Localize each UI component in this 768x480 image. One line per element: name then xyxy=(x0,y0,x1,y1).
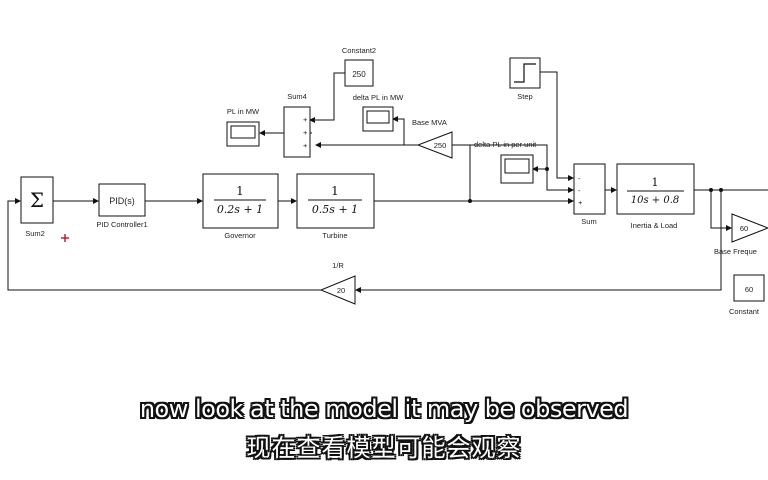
gain-base-mva-value: 250 xyxy=(434,141,447,150)
gain-base-frequency-label: Base Freque xyxy=(714,247,757,256)
constant-value: 60 xyxy=(745,285,753,294)
step-icon xyxy=(514,63,536,83)
inertia-label: Inertia & Load xyxy=(631,221,678,230)
sum4-block[interactable]: + + + Sum4 xyxy=(283,92,311,158)
governor-den: 0.2s + 1 xyxy=(217,203,263,216)
inertia-load-block[interactable]: 1 10s + 0.8 Inertia & Load xyxy=(616,163,695,230)
gain-base-mva-block[interactable]: 250 Base MVA xyxy=(412,118,453,159)
sum4-label: Sum4 xyxy=(287,92,307,101)
constant2-label: Constant2 xyxy=(342,46,376,55)
governor-num: 1 xyxy=(236,184,244,198)
scope-delta-pl-pu-label: delta PL in per unit xyxy=(474,140,537,149)
subtitle-chinese: 现在查看模型可能会观察 xyxy=(246,434,522,462)
sum-block[interactable]: - - + Sum xyxy=(573,163,606,226)
sum4-sign-2: + xyxy=(303,128,308,137)
constant-label: Constant xyxy=(729,307,760,316)
gain-1-over-r-block[interactable]: 20 1/R xyxy=(319,261,356,305)
sum-label: Sum xyxy=(581,217,596,226)
governor-label: Governor xyxy=(224,231,256,240)
turbine-den: 0.5s + 1 xyxy=(312,203,358,216)
sum-sign-1: - xyxy=(578,174,581,183)
gain-1-over-r-value: 20 xyxy=(337,286,345,295)
scope-delta-pl-mw-block[interactable]: delta PL in MW xyxy=(353,93,404,132)
scope-delta-pl-mw-label: delta PL in MW xyxy=(353,93,404,102)
pid-label: PID Controller1 xyxy=(96,220,147,229)
turbine-block[interactable]: 1 0.5s + 1 Turbine xyxy=(296,173,375,240)
sum-sign-3: + xyxy=(578,198,583,207)
scope-icon xyxy=(366,110,390,124)
inertia-num: 1 xyxy=(652,176,659,189)
scope-icon xyxy=(230,125,256,139)
subtitle-english: now look at the model it may be observed xyxy=(139,395,629,423)
turbine-num: 1 xyxy=(331,184,339,198)
turbine-label: Turbine xyxy=(322,231,347,240)
step-block[interactable]: Step xyxy=(509,57,541,101)
scope-pl-mw-label: PL in MW xyxy=(227,107,260,116)
step-label: Step xyxy=(517,92,532,101)
pid-text: PID(s) xyxy=(109,196,135,206)
governor-block[interactable]: 1 0.2s + 1 Governor xyxy=(202,173,279,240)
junction-dots xyxy=(468,167,723,203)
crosshair-cursor-icon xyxy=(61,234,69,242)
gain-1-over-r-label: 1/R xyxy=(332,261,344,270)
sigma-icon: Σ xyxy=(30,188,44,212)
scope-delta-pl-pu-block[interactable]: delta PL in per unit xyxy=(474,140,537,184)
constant-block[interactable]: 60 Constant xyxy=(729,274,765,316)
pid-controller-block[interactable]: PID(s) PID Controller1 xyxy=(96,183,148,229)
scope-pl-mw-block[interactable]: PL in MW xyxy=(226,107,260,147)
scope-icon xyxy=(504,158,530,174)
gain-base-mva-label: Base MVA xyxy=(412,118,447,127)
sum2-block[interactable]: Σ Sum2 xyxy=(20,176,54,238)
constant2-value: 250 xyxy=(352,70,366,79)
gain-base-frequency-block[interactable]: 60 Base Freque xyxy=(714,213,768,256)
gain-base-frequency-value: 60 xyxy=(740,224,748,233)
inertia-den: 10s + 0.8 xyxy=(631,195,680,206)
sum2-label: Sum2 xyxy=(25,229,45,238)
sum-sign-2: - xyxy=(578,186,581,195)
sum4-sign-3: + xyxy=(303,141,308,150)
sum4-sign-1: + xyxy=(303,115,308,124)
constant2-block[interactable]: 250 Constant2 xyxy=(342,46,376,87)
